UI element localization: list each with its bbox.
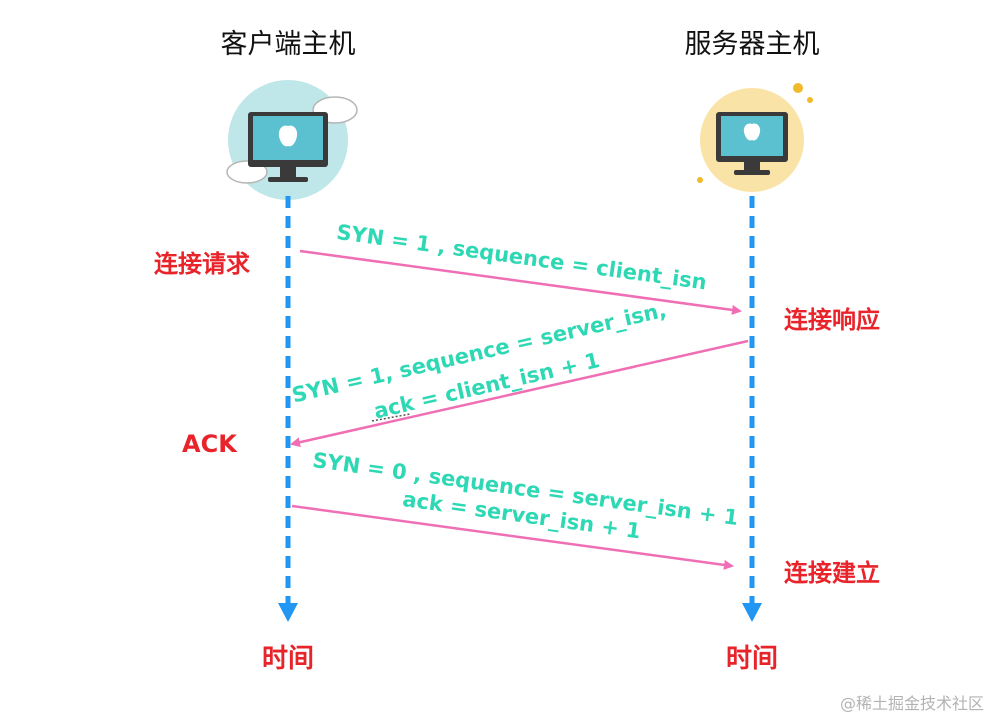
connect-request-label: 连接请求 xyxy=(154,250,250,278)
client-timeline-arrowhead xyxy=(278,603,298,622)
server-computer-icon xyxy=(697,83,813,192)
server-host-title: 服务器主机 xyxy=(684,29,820,60)
ack-arrow xyxy=(291,504,734,570)
client-host-title: 客户端主机 xyxy=(220,29,356,60)
ack-label: ACK xyxy=(182,430,237,458)
ack-underline-decoration xyxy=(371,413,411,422)
watermark: @稀土掘金技术社区 xyxy=(839,694,984,713)
connect-established-label: 连接建立 xyxy=(784,559,880,587)
client-time-label: 时间 xyxy=(261,644,315,674)
server-time-label: 时间 xyxy=(725,644,779,674)
client-computer-icon xyxy=(226,80,358,200)
syn-ack-arrow xyxy=(290,339,749,448)
syn-arrow xyxy=(299,249,742,315)
connect-response-label: 连接响应 xyxy=(784,306,880,334)
server-timeline-arrowhead xyxy=(742,603,762,622)
